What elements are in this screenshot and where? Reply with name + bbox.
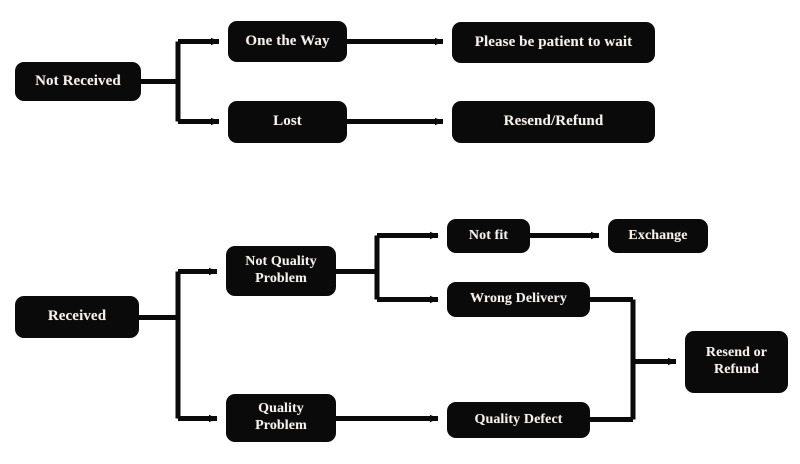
node-not-received-label: Not Received: [35, 72, 121, 89]
node-exchange-label: Exchange: [628, 227, 688, 243]
node-resend-or-refund[interactable]: Resend or Refund: [685, 331, 788, 393]
node-not-fit-label: Not fit: [468, 227, 509, 243]
node-on-the-way-label: One the Way: [245, 32, 330, 49]
node-not-quality-problem-label: Not Quality Problem: [245, 254, 317, 287]
node-please-be-patient-to-wait-label: Please be patient to wait: [474, 33, 633, 50]
node-quality-defect-label: Quality Defect: [474, 411, 563, 427]
node-not-fit[interactable]: Not fit: [447, 219, 530, 253]
node-quality-problem-label: Quality Problem: [255, 401, 307, 434]
node-not-quality-problem[interactable]: Not Quality Problem: [226, 246, 336, 296]
node-please-be-patient-to-wait[interactable]: Please be patient to wait: [452, 22, 655, 63]
node-resend-or-refund-line2: Refund: [714, 362, 759, 377]
node-lost-label: Lost: [273, 113, 302, 130]
node-resend-or-refund-label: Resend or Refund: [706, 345, 767, 378]
node-resend-refund-label: Resend/Refund: [503, 113, 604, 130]
node-resend-or-refund-line1: Resend or: [705, 345, 768, 361]
node-quality-problem-line2: Problem: [255, 418, 307, 433]
node-not-quality-problem-line1: Not Quality: [245, 254, 317, 270]
node-quality-problem[interactable]: Quality Problem: [226, 394, 336, 442]
node-received[interactable]: Received: [15, 296, 139, 338]
node-quality-defect[interactable]: Quality Defect: [447, 402, 590, 438]
node-not-received[interactable]: Not Received: [15, 62, 141, 101]
node-resend-refund[interactable]: Resend/Refund: [452, 101, 655, 143]
node-received-label: Received: [47, 308, 107, 325]
node-lost[interactable]: Lost: [228, 101, 347, 143]
node-on-the-way[interactable]: One the Way: [228, 21, 347, 62]
node-wrong-delivery-label: Wrong Delivery: [470, 291, 567, 307]
node-quality-problem-line1: Quality: [258, 401, 304, 417]
node-wrong-delivery[interactable]: Wrong Delivery: [447, 282, 590, 317]
node-exchange[interactable]: Exchange: [608, 219, 708, 253]
node-not-quality-problem-line2: Problem: [255, 271, 307, 286]
